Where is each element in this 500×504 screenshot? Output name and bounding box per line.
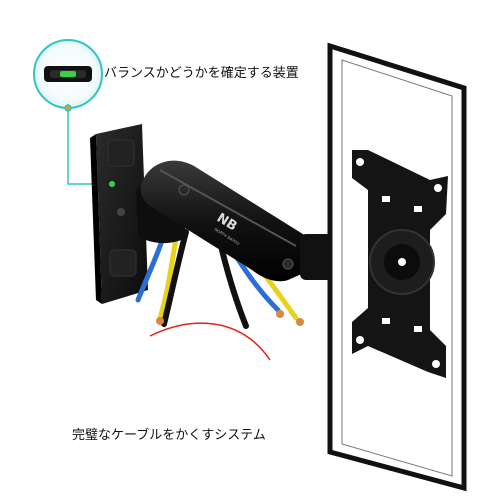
cable-management-caption: 完璧なケーブルをかくすシステム [72,428,266,443]
vesa-plate [352,150,448,378]
level-indicator-caption: バランスかどうかを確定する装置 [104,66,299,81]
motion-swoosh [149,322,271,361]
wall-plate [90,124,148,304]
gas-spring-arm: NB NORTH BAYOU [140,160,315,282]
bubble-level-icon [44,66,92,82]
level-bubble [109,181,115,187]
level-callout [33,39,112,185]
callout-dot [64,104,72,112]
